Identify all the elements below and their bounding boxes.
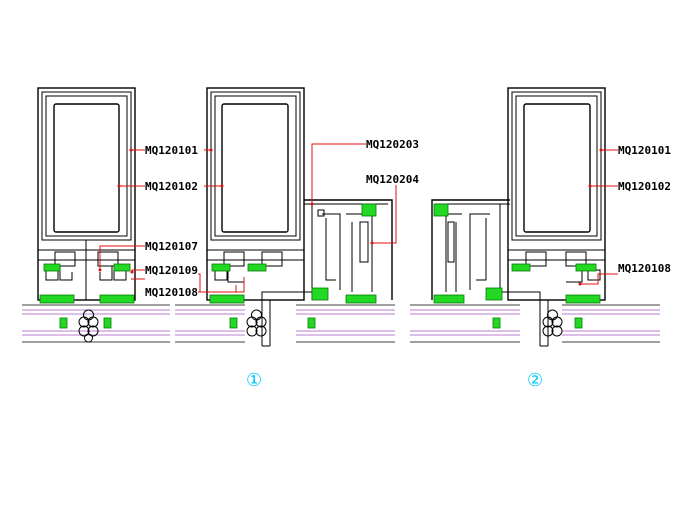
label-mq120102-left: MQ120102: [145, 180, 198, 193]
label-mq120102-right: MQ120102: [618, 180, 671, 193]
label-mq120108-right: MQ120108: [618, 262, 671, 275]
section-marker-2: ②: [527, 370, 543, 391]
label-mq120204: MQ120204: [366, 173, 419, 186]
label-mq120109: MQ120109: [145, 264, 198, 277]
wall-strip-left: [22, 304, 170, 343]
frame-profile-d: [431, 199, 549, 347]
label-mq120107: MQ120107: [145, 240, 198, 253]
leader-lines: [98, 143, 618, 293]
label-mq120108-left: MQ120108: [145, 286, 198, 299]
rope-mid: [246, 309, 267, 337]
wall-strip-mid: [175, 304, 395, 343]
label-mq120203: MQ120203: [366, 138, 419, 151]
wall-strip-right: [410, 304, 660, 343]
sash-unit-a: [37, 87, 136, 304]
label-mq120101-right: MQ120101: [618, 144, 671, 157]
rope-right: [542, 309, 563, 337]
label-mq120101-left: MQ120101: [145, 144, 198, 157]
sash-unit-e: [507, 87, 606, 304]
section-marker-1: ①: [246, 370, 262, 391]
rope-left: [78, 309, 99, 343]
sash-unit-b: [206, 87, 305, 304]
frame-profile-c: [261, 199, 393, 347]
